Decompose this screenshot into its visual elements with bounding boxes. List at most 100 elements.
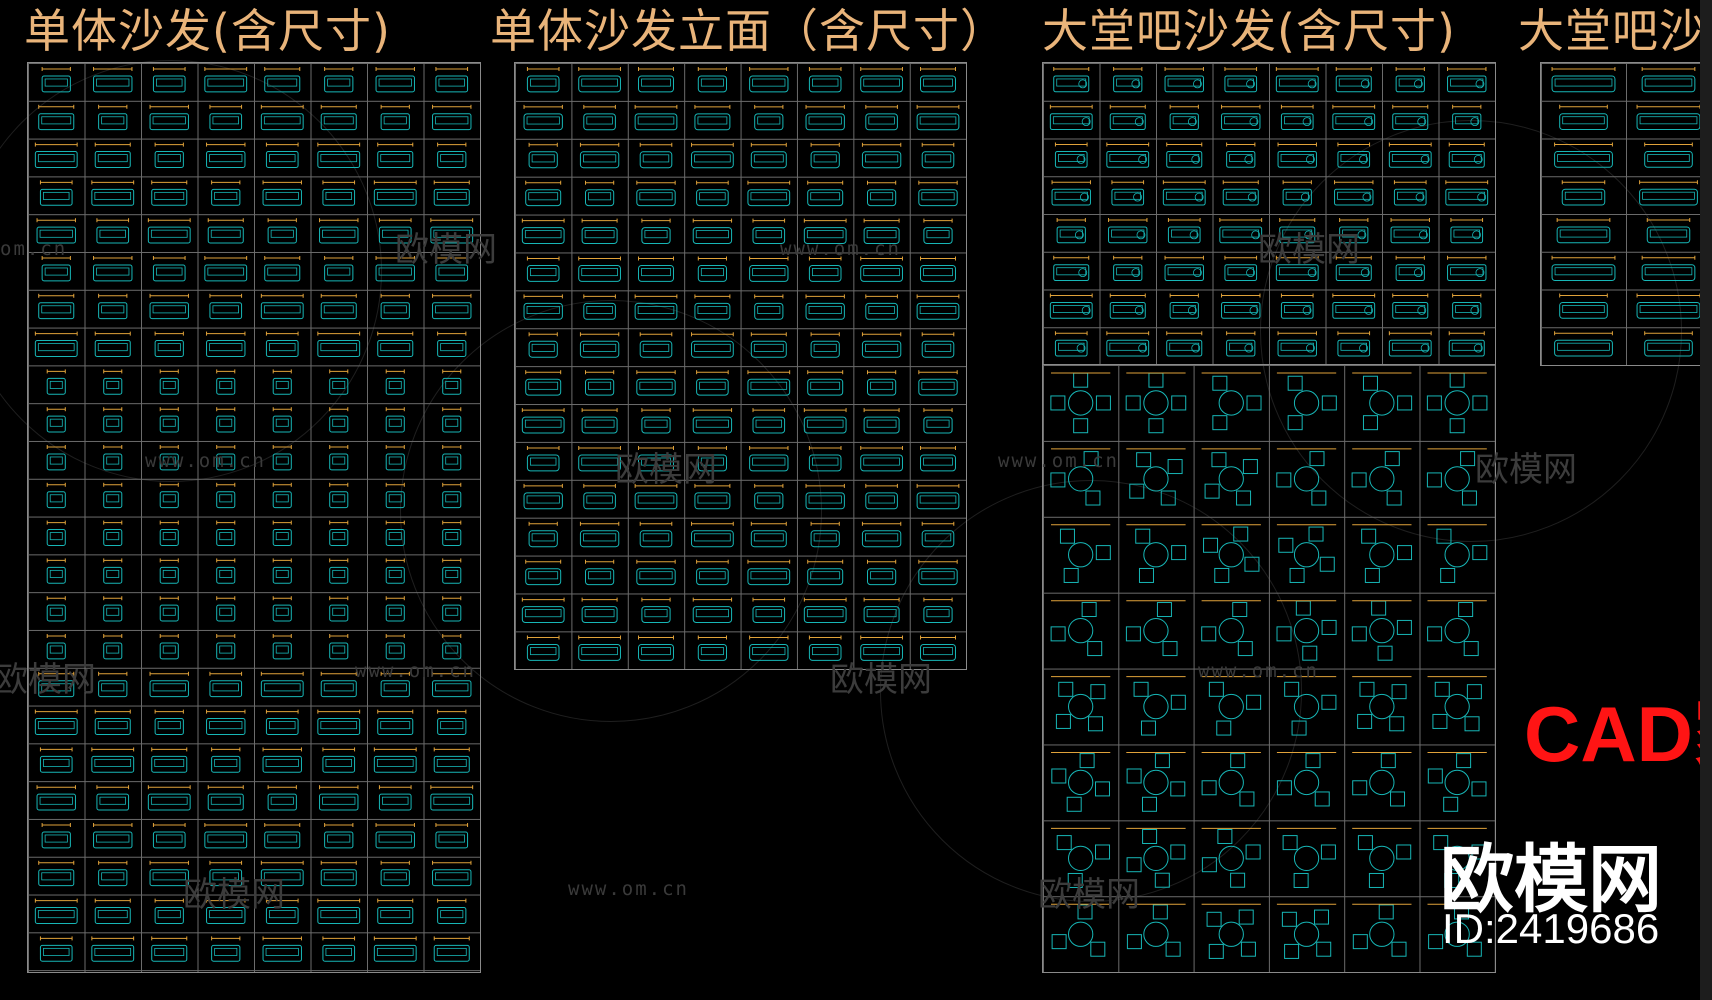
- furniture-symbol: [329, 558, 349, 584]
- furniture-symbol: [918, 180, 958, 207]
- furniture-symbol: [265, 142, 299, 168]
- furniture-symbol: [1445, 180, 1489, 206]
- furniture-symbol: [860, 446, 903, 472]
- furniture-symbol: [435, 823, 469, 849]
- furniture-symbol: [320, 671, 357, 698]
- furniture-symbol: [521, 597, 565, 624]
- furniture-symbol: [34, 331, 78, 357]
- furniture-symbol: [34, 709, 78, 735]
- furniture-symbol: [38, 293, 75, 320]
- furniture-symbol: [435, 256, 469, 282]
- furniture-symbol: [207, 785, 244, 811]
- furniture-symbol: [262, 747, 302, 773]
- furniture-symbol: [46, 482, 66, 509]
- furniture-symbol: [385, 407, 405, 433]
- furniture-symbol: [805, 104, 845, 131]
- furniture-symbol: [1641, 67, 1696, 93]
- furniture-symbol: [1126, 752, 1186, 812]
- furniture-symbol: [1332, 293, 1376, 319]
- furniture-symbol: [433, 747, 470, 773]
- furniture-symbol: [260, 671, 304, 698]
- watermark-brand: 欧模网: [183, 875, 285, 915]
- furniture-symbol: [749, 635, 789, 661]
- furniture-symbol: [1427, 903, 1487, 957]
- furniture-symbol: [1201, 372, 1262, 431]
- furniture-symbol: [916, 104, 960, 131]
- furniture-symbol: [1126, 903, 1186, 957]
- furniture-symbol: [860, 256, 903, 282]
- furniture-symbol: [385, 482, 405, 509]
- furniture-symbol: [1554, 331, 1613, 357]
- furniture-symbol: [1352, 903, 1412, 957]
- furniture-symbol: [1551, 67, 1616, 93]
- furniture-symbol: [803, 218, 847, 245]
- furniture-symbol: [209, 293, 243, 320]
- furniture-symbol: [808, 635, 842, 661]
- furniture-symbol: [754, 104, 784, 131]
- furniture-symbol: [1049, 293, 1093, 319]
- furniture-symbol: [1447, 67, 1487, 93]
- furniture-symbol: [585, 370, 615, 396]
- furniture-symbol: [1392, 293, 1429, 319]
- furniture-symbol: [94, 898, 131, 924]
- furniture-symbol: [860, 67, 903, 93]
- furniture-symbol: [216, 558, 236, 584]
- furniture-symbol: [634, 483, 678, 510]
- furniture-symbol: [103, 445, 123, 471]
- furniture-symbol: [1162, 180, 1206, 206]
- furniture-symbol: [1053, 255, 1090, 282]
- furniture-symbol: [39, 180, 73, 206]
- sofa-symbols: [521, 67, 960, 661]
- furniture-symbol: [1221, 293, 1261, 319]
- furniture-symbol: [1164, 67, 1204, 93]
- drawing-sheet-single-sofa[interactable]: [27, 62, 481, 973]
- furniture-symbol: [103, 369, 123, 395]
- furniture-symbol: [1201, 827, 1261, 888]
- furniture-symbol: [525, 559, 562, 586]
- furniture-symbol: [1050, 600, 1111, 657]
- furniture-symbol: [209, 104, 243, 131]
- furniture-symbol: [1351, 600, 1412, 661]
- furniture-symbol: [1201, 600, 1261, 657]
- furniture-symbol: [373, 936, 417, 962]
- furniture-symbol: [430, 785, 474, 811]
- drawing-sheet-lobby-bar-partial[interactable]: [1540, 62, 1712, 366]
- furniture-symbol: [264, 67, 301, 93]
- furniture-symbol: [1280, 104, 1314, 131]
- furniture-symbol: [1224, 67, 1258, 93]
- furniture-symbol: [262, 936, 302, 962]
- sofa-symbols: [1049, 67, 1489, 357]
- furniture-symbol: [808, 256, 842, 282]
- furniture-symbol: [692, 408, 733, 434]
- furniture-symbol: [578, 256, 621, 282]
- furniture-symbol: [1335, 255, 1372, 282]
- furniture-symbol: [920, 256, 956, 282]
- furniture-symbol: [638, 635, 674, 661]
- sofa-symbols: [34, 67, 474, 962]
- furniture-symbol: [373, 180, 417, 206]
- furniture-symbol: [1427, 676, 1487, 732]
- furniture-symbol: [810, 142, 840, 169]
- furniture-symbol: [265, 331, 299, 357]
- furniture-symbol: [1226, 331, 1256, 357]
- furniture-symbol: [525, 370, 562, 396]
- furniture-symbol: [1056, 218, 1086, 244]
- furniture-symbol: [691, 332, 734, 358]
- furniture-symbol: [91, 936, 135, 962]
- furniture-symbol: [691, 521, 734, 548]
- furniture-symbol: [272, 596, 292, 622]
- drawing-sheet-lobby-bar-top[interactable]: [1042, 62, 1496, 366]
- drawing-sheet-sofa-elevation[interactable]: [514, 62, 967, 670]
- watermark-brand: 欧模网: [1475, 450, 1577, 490]
- furniture-symbol: [265, 709, 299, 735]
- furniture-symbol: [1337, 331, 1371, 357]
- furniture-symbol: [526, 446, 560, 472]
- furniture-symbol: [1222, 180, 1259, 206]
- furniture-symbol: [1276, 827, 1337, 888]
- furniture-symbol: [1556, 218, 1611, 244]
- drawing-sheet-lobby-bar-groups[interactable]: [1042, 364, 1496, 973]
- sheet-grid: [515, 63, 966, 669]
- furniture-symbol: [805, 294, 845, 320]
- furniture-symbol: [1126, 676, 1186, 736]
